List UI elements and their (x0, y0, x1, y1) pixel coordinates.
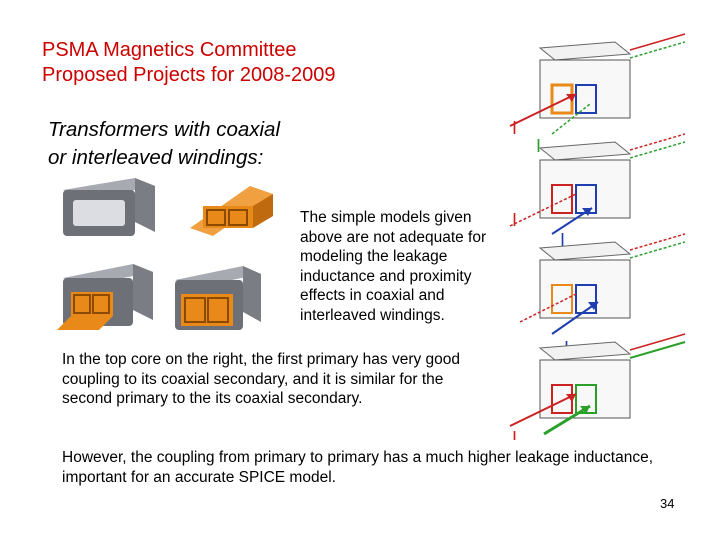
body-paragraph-1: The simple models given above are not ad… (300, 209, 487, 324)
current-label-primary: I (512, 118, 517, 138)
current-label-secondary: I (560, 230, 565, 250)
wound-core-image-2 (175, 266, 261, 330)
body-paragraph-2: In the top core on the right, the first … (62, 351, 461, 408)
diagram-3: I (519, 233, 686, 358)
hollow-core-image (63, 178, 155, 236)
diagram-2: I I (509, 133, 686, 250)
core-winding-illustration (57, 178, 273, 330)
title-line-1: PSMA Magnetics Committee (42, 39, 297, 61)
interleaved-winding-image (190, 186, 273, 236)
wound-core-image (57, 264, 153, 330)
current-label-primary: I (512, 428, 517, 440)
subtitle-line-2: or interleaved windings: (48, 146, 264, 169)
body-paragraph-3: However, the coupling from primary to pr… (62, 449, 654, 486)
title-line-2: Proposed Projects for 2008-2009 (42, 64, 336, 86)
slide-subtitle: Transformers with coaxial or interleaved… (48, 116, 280, 172)
current-label-secondary: I (536, 136, 541, 156)
current-label-primary: I (512, 210, 517, 230)
diagram-4: I I (509, 333, 686, 440)
diagram-1: I I (509, 33, 686, 156)
coaxial-winding-diagrams: I I I I I I (509, 33, 686, 440)
page-number: 34 (660, 496, 675, 511)
subtitle-line-1: Transformers with coaxial (48, 118, 281, 141)
slide-title: PSMA Magnetics Committee Proposed Projec… (42, 38, 336, 88)
